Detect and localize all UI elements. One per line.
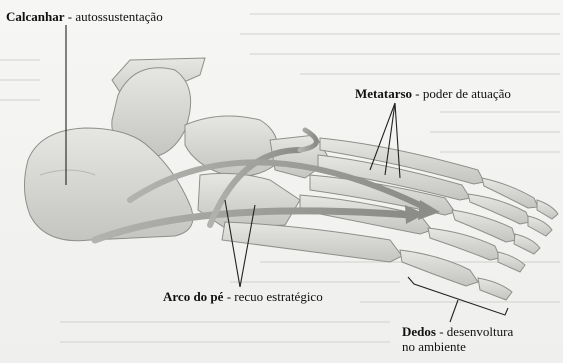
label-calcanhar-term: Calcanhar (6, 9, 65, 24)
label-dedos-description-line2: no ambiente (402, 339, 513, 354)
label-dedos-description-line1: desenvoltura (447, 324, 513, 339)
label-arco: Arco do pé - recuo estratégico (163, 289, 323, 304)
label-calcanhar: Calcanhar - autossustentação (6, 9, 163, 24)
label-calcanhar-separator: - (65, 9, 76, 24)
label-metatarso-term: Metatarso (355, 86, 412, 101)
label-dedos-separator: - (436, 324, 447, 339)
label-arco-description: recuo estratégico (234, 289, 322, 304)
label-metatarso: Metatarso - poder de atuação (355, 86, 511, 101)
label-arco-term: Arco do pé (163, 289, 223, 304)
label-dedos-term: Dedos (402, 324, 436, 339)
label-metatarso-separator: - (412, 86, 423, 101)
label-dedos: Dedos - desenvoltura no ambiente (402, 324, 513, 354)
label-arco-separator: - (223, 289, 234, 304)
label-metatarso-description: poder de atuação (423, 86, 511, 101)
label-calcanhar-description: autossustentação (75, 9, 162, 24)
